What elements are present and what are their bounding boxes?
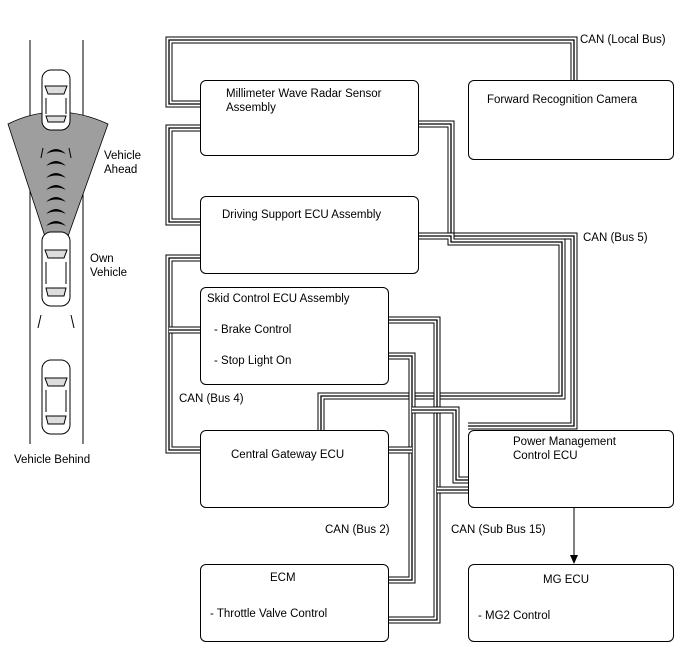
own-vehicle-label-2: Vehicle xyxy=(90,267,128,279)
power-management-ecu-box: Power Management Control ECU xyxy=(468,430,674,508)
mg-ecu-box: MG ECU - MG2 Control xyxy=(468,564,674,642)
radar-wave-arcs xyxy=(46,149,66,226)
arrow-pm-to-mg xyxy=(570,508,578,564)
can-bus2-cable xyxy=(389,352,416,584)
own-car-icon xyxy=(41,231,71,307)
can-local-bus-label: CAN (Local Bus) xyxy=(580,34,666,46)
car-ahead-icon xyxy=(41,69,71,131)
sub-bus15-cable xyxy=(412,406,468,484)
can-bus4-cable xyxy=(165,254,200,454)
mg2-control-item: - MG2 Control xyxy=(478,610,551,622)
power-management-label-1: Power Management xyxy=(513,436,616,448)
central-gateway-ecu-label: Central Gateway ECU xyxy=(231,449,345,461)
skid-control-ecu-box: Skid Control ECU Assembly - Brake Contro… xyxy=(200,287,389,385)
can-bus2-label: CAN (Bus 2) xyxy=(325,524,390,536)
throttle-valve-item: - Throttle Valve Control xyxy=(210,608,328,620)
central-gateway-ecu-box: Central Gateway ECU xyxy=(200,430,389,508)
road-scene-illustration xyxy=(7,40,109,444)
radar-dsecu-cable xyxy=(165,124,200,226)
forward-camera-label: Forward Recognition Camera xyxy=(487,94,638,106)
skid-control-ecu-label: Skid Control ECU Assembly xyxy=(207,293,350,305)
can-bus4-label: CAN (Bus 4) xyxy=(179,393,244,405)
ecm-box: ECM - Throttle Valve Control xyxy=(200,564,389,642)
own-vehicle-label-1: Own xyxy=(90,253,114,265)
car-behind-icon xyxy=(41,359,71,435)
vehicle-behind-label: Vehicle Behind xyxy=(14,454,91,466)
radar-sensor-label-1: Millimeter Wave Radar Sensor xyxy=(226,88,382,100)
skid-gateway-cable xyxy=(389,316,441,624)
driving-support-ecu-label: Driving Support ECU Assembly xyxy=(222,209,382,221)
can-bus5-label: CAN (Bus 5) xyxy=(583,232,648,244)
forward-camera-box: Forward Recognition Camera xyxy=(468,80,674,160)
can-subbus15-label: CAN (Sub Bus 15) xyxy=(451,524,546,536)
vehicle-ahead-label-1: Vehicle xyxy=(104,150,142,162)
ecm-label: ECM xyxy=(270,572,296,584)
vehicle-ahead-label-2: Ahead xyxy=(104,164,138,176)
radar-sensor-box: Millimeter Wave Radar Sensor Assembly xyxy=(200,80,419,156)
radar-sensor-label-2: Assembly xyxy=(226,102,276,114)
stop-light-item: - Stop Light On xyxy=(214,355,292,367)
can-local-bus-cable xyxy=(165,36,578,108)
mg-ecu-label: MG ECU xyxy=(543,574,589,586)
brake-control-item: - Brake Control xyxy=(214,324,292,336)
driving-support-ecu-box: Driving Support ECU Assembly xyxy=(200,196,419,274)
power-management-label-2: Control ECU xyxy=(513,450,578,462)
can-bus5-cable xyxy=(419,120,578,430)
